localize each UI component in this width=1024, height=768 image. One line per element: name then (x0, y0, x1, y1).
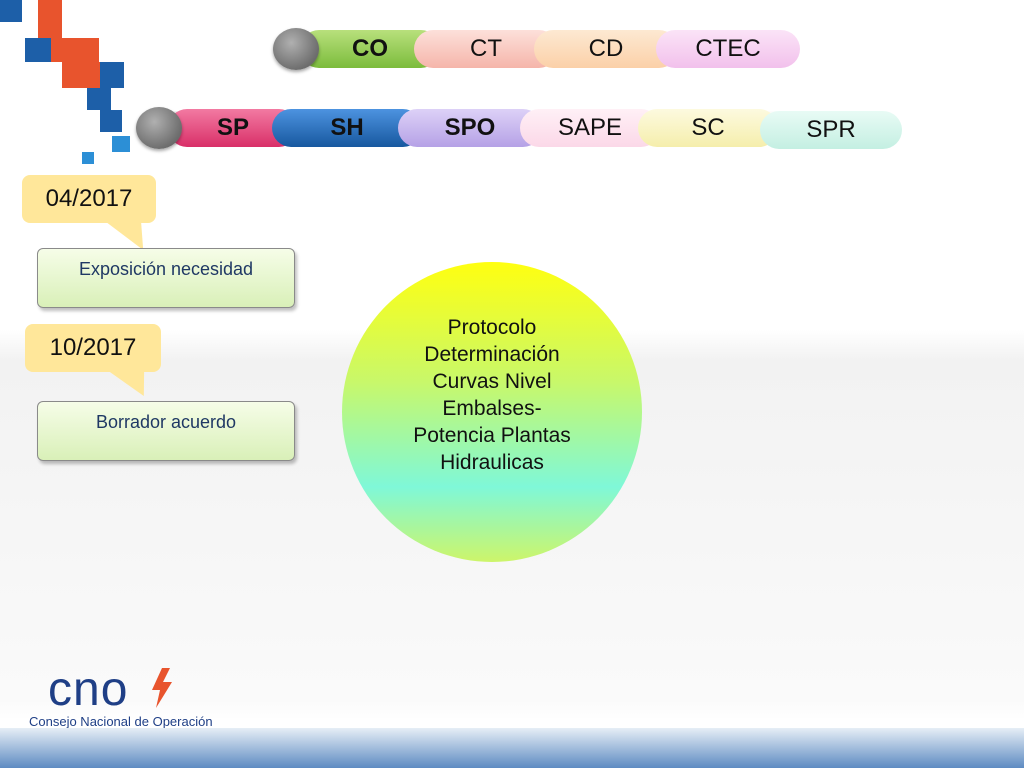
circle-line: Hidraulicas (440, 451, 544, 474)
circle-line: Determinación (424, 343, 560, 366)
lightning-icon (152, 668, 172, 708)
row-knob-icon (136, 107, 182, 149)
circle-line: Potencia Plantas (413, 424, 571, 447)
pill-spo[interactable]: SPO (398, 109, 542, 147)
date-label: 04/2017 (22, 175, 156, 223)
logo-name: cno (48, 663, 129, 716)
circle-line: Protocolo (447, 316, 537, 339)
logo-subtitle: Consejo Nacional de Operación (29, 714, 213, 729)
circle-line: Curvas Nivel (432, 370, 552, 393)
row-knob-icon (273, 28, 319, 70)
circle-line: Embalses- (442, 397, 542, 420)
pill-sc[interactable]: SC (638, 109, 778, 147)
footer-band (0, 728, 1024, 768)
pill-ctec[interactable]: CTEC (656, 30, 800, 68)
pill-sape[interactable]: SAPE (520, 109, 660, 147)
timeline-item-box: Borrador acuerdo (37, 401, 295, 461)
pill-cd[interactable]: CD (534, 30, 678, 68)
date-label: 10/2017 (25, 324, 161, 372)
topic-circle: Protocolo Determinación Curvas Nivel Emb… (342, 262, 642, 562)
pill-sh[interactable]: SH (272, 109, 422, 147)
timeline-item-box: Exposición necesidad (37, 248, 295, 308)
pill-spr[interactable]: SPR (760, 111, 902, 149)
